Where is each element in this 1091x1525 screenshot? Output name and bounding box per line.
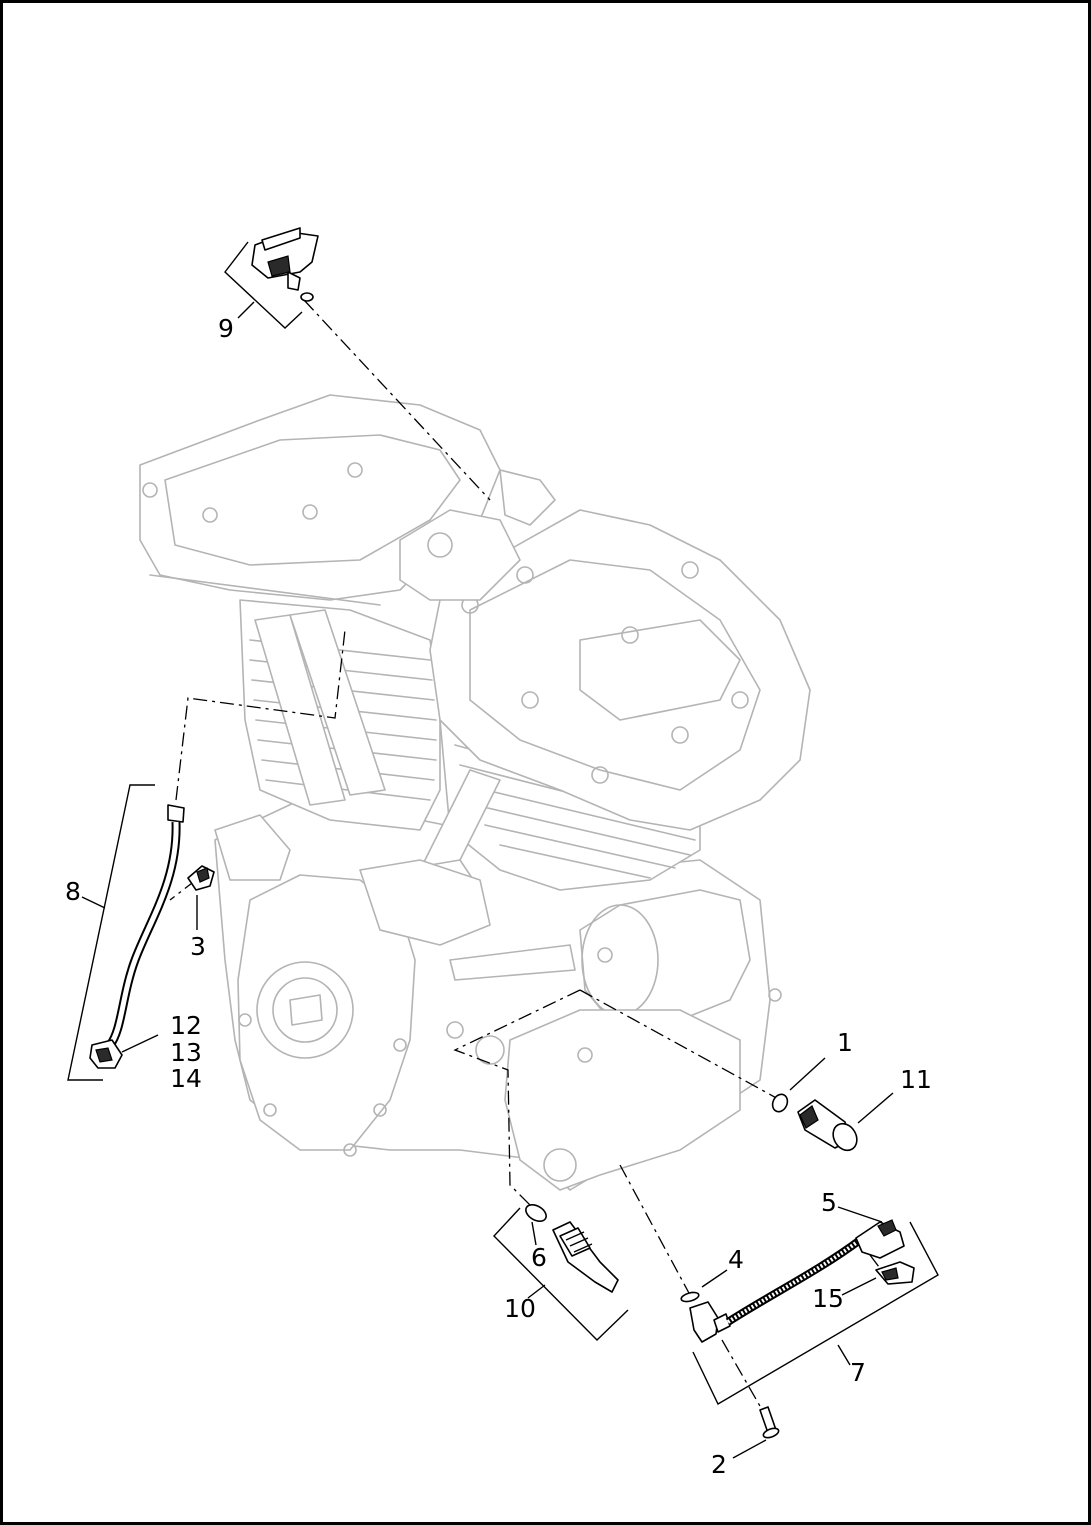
rear-head-gasket-line [149,574,381,606]
callout-15: 15 [812,1284,844,1313]
leader-2 [732,1439,767,1459]
part-10-sensor [552,1221,619,1293]
callout-2: 2 [711,1450,727,1479]
rear-pushrod-tube-2 [289,609,386,796]
leader-9 [237,301,255,319]
part-15-clip [875,1261,915,1285]
line-9 [303,299,491,501]
callout-14: 14 [170,1064,202,1093]
derby-cover-inner [272,977,338,1043]
front-rocker-ridge [579,619,741,721]
front-rocker-cover [469,559,761,791]
rear-pushrod-tube-1 [254,614,346,806]
oil-line [449,944,576,981]
rear-rocker-cover [164,434,461,566]
transmission-case [504,1009,741,1191]
leader-5 [837,1206,883,1223]
cam-cover [359,859,491,946]
derby-cover [256,961,354,1059]
leader-8 [81,896,106,909]
callout-4: 4 [728,1245,744,1274]
part-4-oring [680,1291,700,1303]
callout-labels: 1 2 3 4 5 6 7 8 9 10 11 12 13 14 15 [65,314,932,1479]
logo-badge [289,994,323,1026]
part-7-sensor-harness [689,1219,905,1343]
rear-case-boss [214,814,291,881]
front-rocker-box [429,509,811,831]
engine-illustration [139,394,811,1191]
bracket-7 [692,1221,939,1405]
bracket-9 [224,241,303,329]
part-11-sender [797,1099,858,1152]
callout-12: 12 [170,1011,202,1040]
leader-6 [531,1221,537,1246]
part-9-sensor [251,227,319,302]
leader-15 [841,1277,877,1296]
callout-1: 1 [837,1028,853,1057]
callout-11: 11 [900,1065,932,1094]
part-2-screw [759,1406,780,1439]
bracket-8 [67,784,155,1081]
callout-3: 3 [190,932,206,961]
leader-1 [789,1057,826,1091]
part-1-oring [771,1093,789,1113]
callout-8: 8 [65,877,81,906]
callout-10: 10 [504,1294,536,1323]
line-1 [579,989,781,1101]
leader-7 [837,1344,851,1366]
head-bracket [499,469,556,526]
breather-area [399,509,521,601]
callout-6: 6 [531,1243,547,1272]
line-4 [619,1164,691,1296]
line-6 [453,989,581,1211]
callout-9: 9 [218,314,234,343]
leader-12 [121,1034,159,1053]
part-8-hose [89,804,185,1069]
leader-4 [701,1269,728,1288]
leader-10 [527,1284,546,1299]
oil-port-boss [475,1035,505,1065]
part-6-oring [525,1204,547,1222]
bracket-10 [493,1207,629,1341]
leader-11 [857,1092,894,1124]
part-3-fitting [187,865,215,891]
mount-boss [543,1148,577,1182]
callout-13: 13 [170,1038,202,1067]
primary-cover [237,874,416,1151]
callout-5: 5 [821,1188,837,1217]
callout-7: 7 [850,1358,866,1387]
line-2 [721,1339,769,1421]
